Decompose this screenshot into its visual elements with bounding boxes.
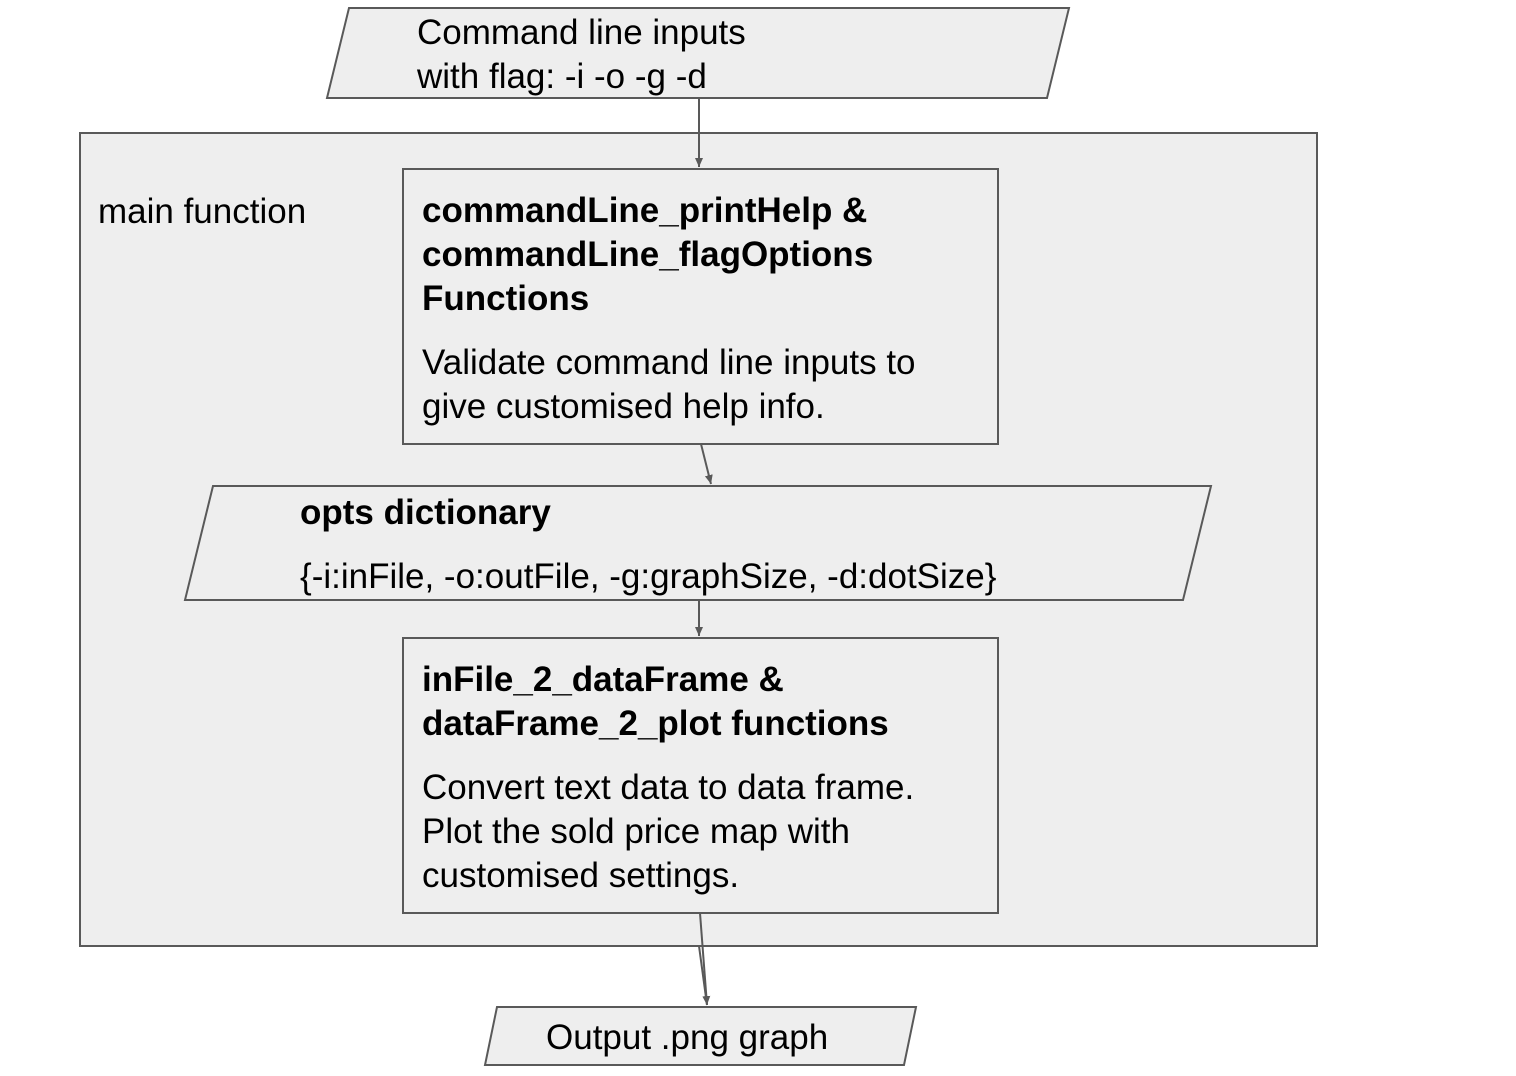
arrow-plot-to-output-secondary bbox=[698, 945, 708, 1006]
help-desc-line-1: Validate command line inputs to bbox=[422, 343, 916, 382]
plot-title-line-1: inFile_2_dataFrame & bbox=[422, 660, 784, 699]
opts-title: opts dictionary bbox=[300, 493, 551, 532]
opts-value: {-i:inFile, -o:outFile, -g:graphSize, -d… bbox=[300, 557, 997, 596]
plot-title-line-2: dataFrame_2_plot functions bbox=[422, 704, 889, 743]
help-desc-line-2: give customised help info. bbox=[422, 387, 825, 426]
help-title-line-2: commandLine_flagOptions bbox=[422, 235, 874, 274]
output-label: Output .png graph bbox=[546, 1018, 829, 1057]
arrow-help-to-opts bbox=[700, 443, 713, 485]
plot-desc-line-1: Convert text data to data frame. bbox=[422, 768, 915, 807]
input-parallelogram bbox=[325, 7, 1071, 99]
input-line-2: with flag: -i -o -g -d bbox=[417, 57, 707, 96]
help-title-line-1: commandLine_printHelp & bbox=[422, 191, 868, 230]
plot-desc-line-2: Plot the sold price map with bbox=[422, 812, 850, 851]
help-process-box bbox=[402, 168, 999, 445]
input-line-1: Command line inputs bbox=[417, 13, 746, 52]
output-parallelogram bbox=[483, 1006, 918, 1066]
plot-desc-line-3: customised settings. bbox=[422, 856, 740, 895]
help-title-line-3: Functions bbox=[422, 279, 590, 318]
plot-process-box bbox=[402, 637, 999, 914]
opts-parallelogram bbox=[183, 485, 1213, 601]
main-function-label: main function bbox=[98, 192, 307, 231]
